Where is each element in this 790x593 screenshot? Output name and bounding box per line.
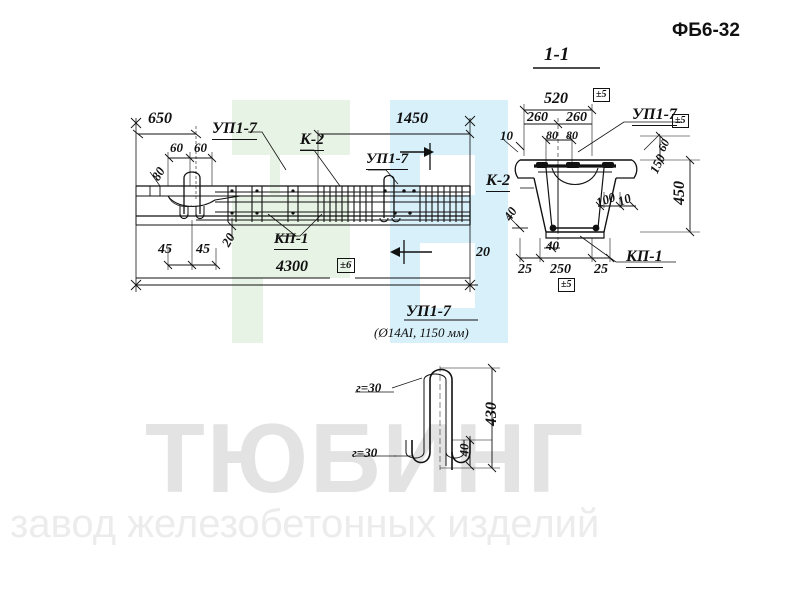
tolerance-box-520: ±5 <box>593 88 610 102</box>
label-up1-7-elevation: УП1-7 <box>212 120 257 140</box>
dim-60-left: 60 <box>170 140 183 155</box>
label-kp-1-section: КП-1 <box>626 248 663 268</box>
section-caption-1-1: 1-1 <box>544 44 570 65</box>
rebar-detail-spec: (Ø14AI, 1150 мм) <box>374 325 469 340</box>
label-k-2-section: К-2 <box>486 172 511 192</box>
watermark-block-cyan-notch2 <box>420 243 475 308</box>
sec-dim-250: 250 <box>550 262 571 277</box>
sec-dim-450: 450 <box>671 181 688 205</box>
dim-650: 650 <box>148 110 172 127</box>
page-title: ФБ6-32 <box>672 20 740 41</box>
sec-dim-25-right: 25 <box>594 262 608 277</box>
rebar-dim-430: 430 <box>483 402 500 426</box>
rebar-detail-caption: УП1-7 <box>406 303 451 320</box>
label-up1-7-section: УП1-7 <box>632 106 677 126</box>
label-kp-1-elevation: КП-1 <box>274 231 309 250</box>
dim-45-right: 45 <box>196 242 210 257</box>
watermark-block-green-notch3 <box>263 278 350 343</box>
tolerance-box-250: ±5 <box>558 278 575 292</box>
label-k-2-elevation: К-2 <box>300 131 325 151</box>
dim-4300: 4300 <box>276 258 308 275</box>
rebar-dim-r30-bottom: г=30 <box>352 445 378 460</box>
sec-dim-40-inner: 40 <box>546 238 559 253</box>
watermark-block-green-notch <box>232 155 270 195</box>
watermark-block-cyan-notch <box>420 155 475 195</box>
sec-dim-260-right: 260 <box>566 110 587 125</box>
watermark-block-green-notch2 <box>280 155 350 195</box>
dim-1450: 1450 <box>396 110 428 127</box>
dim-60-right: 60 <box>194 140 207 155</box>
dim-20-right: 20 <box>476 245 490 260</box>
tolerance-box-450: ±5 <box>672 114 689 128</box>
watermark-brand: ТЮБИНГ <box>145 403 586 513</box>
watermark-tagline: завод железобетонных изделий <box>10 502 600 546</box>
sec-dim-260-left: 260 <box>527 110 548 125</box>
sec-dim-25-left: 25 <box>518 262 532 277</box>
rebar-dim-r30-top: г=30 <box>356 380 382 395</box>
sec-dim-520: 520 <box>544 90 568 107</box>
label-up1-7-mid: УП1-7 <box>366 151 409 170</box>
rebar-dim-40: 40 <box>456 443 472 457</box>
sec-dim-80-left: 80 <box>546 128 558 142</box>
dim-45-left: 45 <box>158 242 172 257</box>
sec-dim-80-right: 80 <box>566 128 578 142</box>
tolerance-box-4300: ±6 <box>337 258 355 273</box>
sec-dim-10-left: 10 <box>500 128 513 143</box>
